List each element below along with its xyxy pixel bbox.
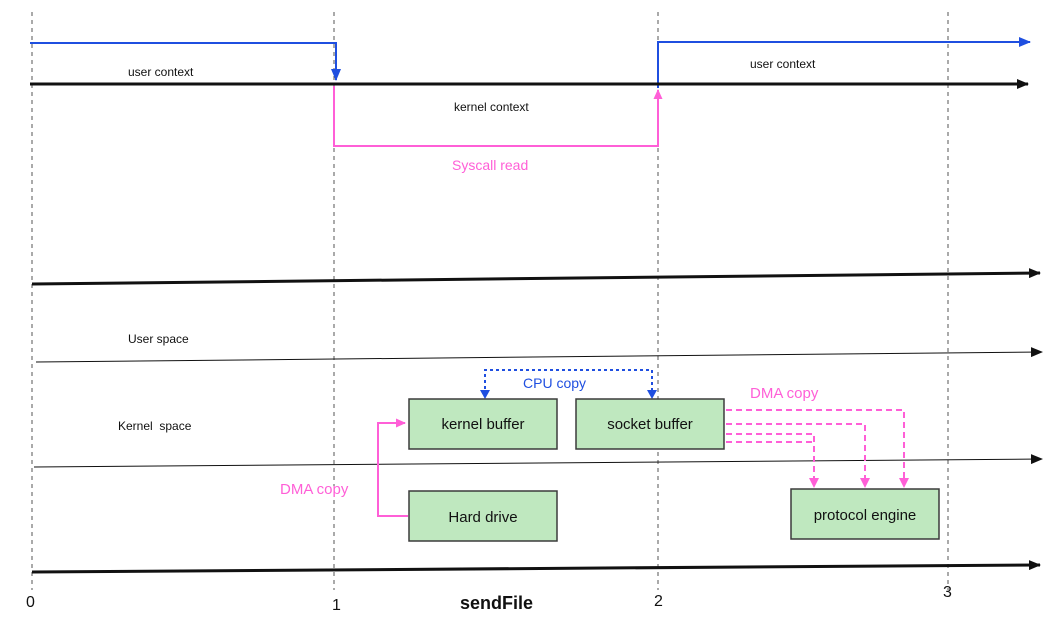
separator-line [31, 268, 1041, 286]
socket-buffer-label: socket buffer [607, 416, 693, 433]
user-context-flow-right [657, 37, 1031, 88]
user-space-divider [35, 347, 1043, 363]
socket-buffer-box: socket buffer [575, 398, 725, 450]
dma-copy-left-path [377, 418, 408, 517]
dma-copy-left-label: DMA copy [280, 481, 349, 498]
user-context-right-label: user context [750, 57, 816, 71]
user-context-flow-left [30, 42, 341, 81]
dma-copy-right-paths [726, 409, 905, 480]
cpu-copy-path [484, 369, 653, 395]
dma-path-3 [726, 433, 815, 480]
syscall-read-label: Syscall read [452, 157, 528, 173]
user-space-label: User space [128, 332, 189, 346]
hard-drive-box: Hard drive [408, 490, 558, 542]
user-context-left-label: user context [128, 65, 194, 79]
kernel-buffer-label: kernel buffer [441, 416, 524, 433]
diagram-title: sendFile [460, 593, 533, 613]
tick-0: 0 [26, 594, 35, 611]
kernel-context-label: kernel context [454, 100, 529, 114]
tick-3: 3 [943, 584, 952, 601]
cpu-copy-arrowhead-right [647, 390, 657, 399]
hard-drive-label: Hard drive [448, 509, 517, 526]
kernel-space-label: Kernel space [118, 419, 192, 433]
syscall-read-path [333, 86, 663, 147]
tick-1: 1 [332, 597, 341, 614]
dma-path-2 [726, 423, 866, 480]
kernel-space-divider [33, 454, 1043, 468]
dma-arrowhead-3 [809, 478, 819, 488]
cpu-copy-arrowhead-left [480, 390, 490, 399]
kernel-buffer-box: kernel buffer [408, 398, 558, 450]
dma-path-1 [726, 409, 905, 480]
protocol-engine-label: protocol engine [814, 507, 917, 524]
dma-copy-right-label: DMA copy [750, 385, 819, 402]
cpu-copy-label: CPU copy [523, 375, 586, 391]
dma-arrowhead-2 [860, 478, 870, 488]
protocol-engine-box: protocol engine [790, 488, 940, 540]
tick-2: 2 [654, 593, 663, 610]
dma-arrowhead-1 [899, 478, 909, 488]
bottom-timeline [31, 560, 1041, 574]
